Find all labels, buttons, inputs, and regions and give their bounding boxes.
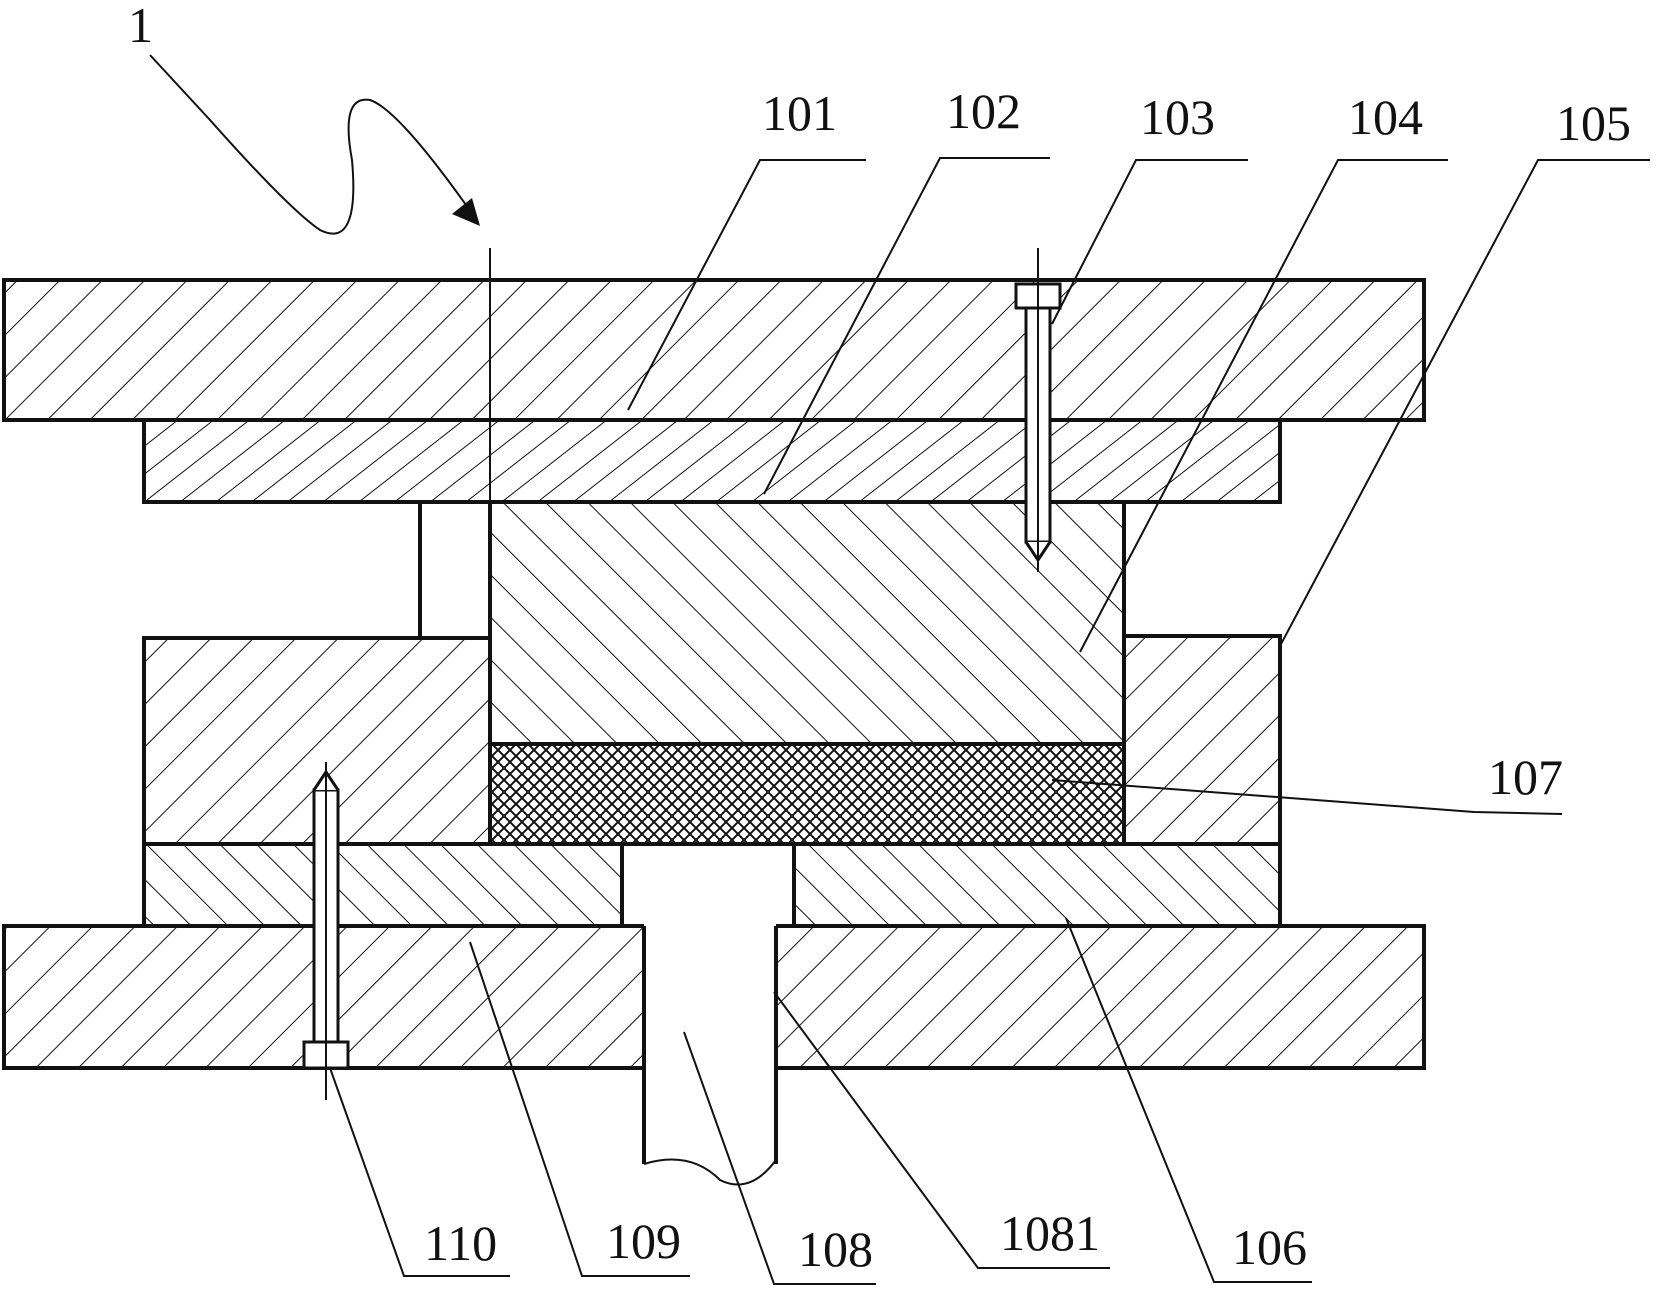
label-101: 101 <box>762 85 837 141</box>
label-110: 110 <box>424 1215 497 1271</box>
die-plate-106-right <box>794 844 1280 926</box>
label-104: 104 <box>1348 89 1423 145</box>
top-plate-101 <box>4 280 1424 420</box>
label-108: 108 <box>798 1221 873 1277</box>
die-cavity <box>622 844 794 926</box>
label-1: 1 <box>128 0 153 53</box>
mesh-layer-107 <box>490 744 1124 844</box>
die-plate-106-left <box>144 844 622 926</box>
ejector-pin-108 <box>644 924 776 1164</box>
label-1081: 1081 <box>1000 1205 1100 1261</box>
label-105: 105 <box>1556 95 1631 151</box>
label-107: 107 <box>1488 749 1563 805</box>
label-103: 103 <box>1140 89 1215 145</box>
label-106: 106 <box>1232 1219 1307 1275</box>
label-109: 109 <box>606 1213 681 1269</box>
arrow-head-icon <box>452 198 480 226</box>
reference-arrow-1 <box>150 55 478 234</box>
label-102: 102 <box>946 83 1021 139</box>
backing-plate-102 <box>144 420 1280 502</box>
right-side-block-105 <box>1124 636 1280 844</box>
guide-post <box>420 502 490 638</box>
